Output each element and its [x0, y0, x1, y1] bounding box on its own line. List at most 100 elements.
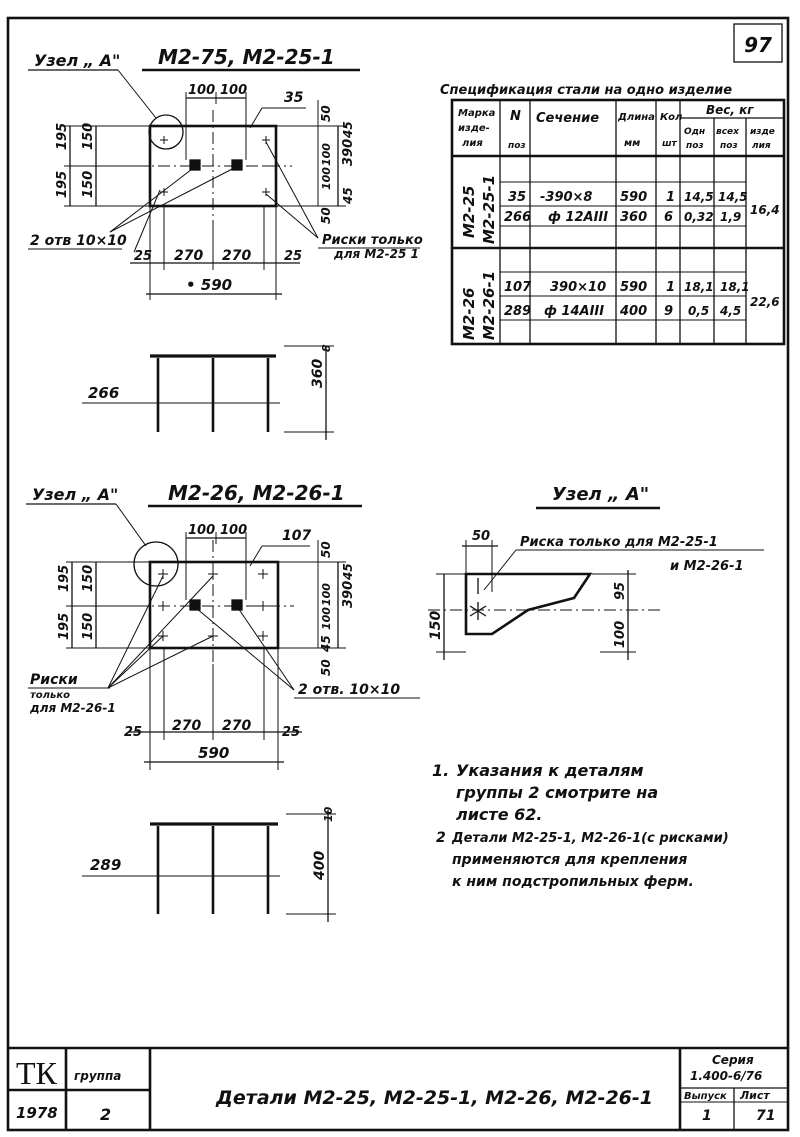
hdr-section: Сечение	[536, 111, 599, 126]
top-risks-label-1: Риски только	[322, 233, 423, 248]
top-dim-right-45a: 45	[341, 121, 355, 139]
top-dim-left-150a: 150	[81, 123, 96, 150]
g2-r2-wone: 0,5	[688, 304, 709, 318]
node-dim-50: 50	[472, 529, 490, 544]
top-bar-height: 360	[310, 359, 326, 388]
node-detail-title: Узел „ А"	[552, 484, 649, 505]
title-block: ТК группа 1978 2 Детали М2-25, М2-25-1, …	[8, 1046, 788, 1130]
bottom-dim-right-45a: 45	[341, 563, 355, 581]
bottom-bar-item: 289	[90, 856, 121, 874]
top-dim-100b: 100	[220, 83, 247, 98]
bottom-bar-height: 400	[312, 851, 328, 881]
top-plate-drawing: Узел „ А" М2-75, М2-25-1 100 100 35	[28, 45, 423, 440]
sheet-number: 97	[744, 33, 772, 57]
g1-r1-pos: 35	[508, 190, 526, 205]
note-1-line-2: группы 2 смотрите на	[456, 783, 658, 802]
g2-r1-wall: 18,1	[720, 280, 750, 294]
top-dim-left-195a: 195	[55, 123, 70, 150]
series-value: 1.400-6/76	[690, 1069, 762, 1083]
node-dim-100: 100	[613, 621, 628, 648]
hdr-length-1: Длина	[617, 112, 655, 123]
top-dim-left-150b: 150	[81, 171, 96, 198]
g2-total: 22,6	[750, 295, 780, 309]
bottom-dim-right-100b: 100	[320, 607, 333, 630]
g2-r2-section: ф 14АIII	[544, 304, 604, 319]
g1-r1-wone: 14,5	[684, 190, 714, 204]
note-1-line-3: листе 62.	[456, 805, 542, 824]
g1-mark-a: М2-25	[460, 186, 478, 238]
sheet-number-box	[733, 23, 783, 63]
hdr-w-all-2: поз	[720, 141, 738, 151]
hdr-mark-3: лия	[462, 138, 483, 149]
bottom-dim-left-195b: 195	[57, 613, 72, 640]
bottom-dim-100b: 100	[220, 523, 247, 538]
g1-r2-length: 360	[620, 210, 647, 225]
top-dim-100a: 100	[188, 83, 215, 98]
hdr-w-item-2: лия	[752, 141, 771, 151]
top-dim-right-45b: 45	[341, 187, 355, 205]
top-total-width: • 590	[186, 276, 232, 294]
g1-r1-section: -390×8	[540, 190, 592, 205]
bottom-dim-right-390: 390	[341, 581, 356, 608]
sheet-label: Лист	[739, 1089, 770, 1102]
g1-r2-qty: 6	[664, 210, 673, 225]
year: 1978	[16, 1104, 58, 1122]
node-risk-note-2: и М2-26-1	[670, 559, 744, 574]
bottom-drawing-title: М2-26, М2-26-1	[168, 481, 345, 505]
g2-r1-length: 590	[620, 280, 647, 295]
g1-r1-length: 590	[620, 190, 647, 205]
top-node-label: Узел „ А"	[34, 51, 120, 70]
bottom-dim-right-50b: 50	[319, 659, 333, 676]
hdr-qty-2: шт	[662, 139, 678, 149]
top-bar-item: 266	[88, 384, 119, 402]
bottom-dim-bot-270a: 270	[172, 718, 201, 734]
hdr-mark-1: Марка	[458, 108, 496, 119]
sheet-frame	[6, 16, 790, 1132]
top-drawing-title: М2-75, М2-25-1	[158, 45, 335, 69]
bottom-dim-right-50: 50	[319, 541, 333, 558]
g2-r2-wall: 4,5	[719, 304, 741, 318]
group-label: группа	[74, 1069, 121, 1083]
top-dim-right-50: 50	[319, 105, 333, 122]
g2-r1-qty: 1	[666, 280, 675, 295]
note-1-line-1: Указания к деталям	[456, 761, 644, 780]
top-dim-right-50b: 50	[319, 207, 333, 224]
g2-r1-section: 390×10	[550, 280, 606, 295]
note-2-line-2: применяются для крепления	[452, 852, 687, 868]
g2-mark-b: М2-26-1	[480, 271, 498, 340]
note-2-line-1: Детали М2-25-1, М2-26-1(с рисками)	[451, 831, 729, 846]
g1-r2-wall: 1,9	[720, 210, 741, 224]
bottom-risks-label-3: для М2-26-1	[29, 701, 116, 715]
hdr-mark-2: изде-	[458, 123, 490, 134]
group-number: 2	[100, 1105, 111, 1124]
g1-total: 16,4	[750, 203, 780, 217]
g1-r1-qty: 1	[666, 190, 675, 205]
spec-table-title: Спецификация стали на одно изделие	[440, 83, 732, 98]
bottom-dim-bot-270b: 270	[222, 718, 251, 734]
top-dim-right-390: 390	[341, 139, 356, 166]
node-dim-95: 95	[613, 582, 628, 600]
hdr-w-item-1: изде	[750, 127, 775, 137]
g1-mark-b: М2-25-1	[480, 175, 498, 244]
series-label: Серия	[712, 1053, 754, 1067]
top-node-circle	[148, 114, 184, 150]
spec-table: Спецификация стали на одно изделие Марка…	[440, 83, 786, 346]
top-risks-label-2: для М2-25 1	[333, 247, 419, 261]
note-2-line-3: к ним подстропильных ферм.	[452, 874, 694, 890]
bottom-dim-100a: 100	[188, 523, 215, 538]
bottom-plate-thick: 10	[322, 806, 335, 822]
hdr-w-one-1: Одн	[684, 127, 705, 137]
bottom-dim-right-45b: 45	[319, 635, 333, 653]
g1-r2-wone: 0,32	[684, 210, 714, 224]
top-dim-right-100a: 100	[320, 143, 333, 166]
g2-r1-pos: 107	[504, 280, 532, 295]
bottom-node-label: Узел „ А"	[32, 485, 118, 504]
sheet-value: 71	[756, 1108, 775, 1124]
top-dim-bot-25a: 25	[134, 249, 152, 264]
bottom-dim-right-100a: 100	[320, 583, 333, 606]
hdr-pos-label: поз	[508, 141, 526, 151]
issue-value: 1	[702, 1108, 712, 1124]
bottom-plate-drawing: Узел „ А" М2-26, М2-26-1 100 100 107	[26, 481, 420, 922]
bottom-risks-label-2: только	[30, 690, 70, 701]
